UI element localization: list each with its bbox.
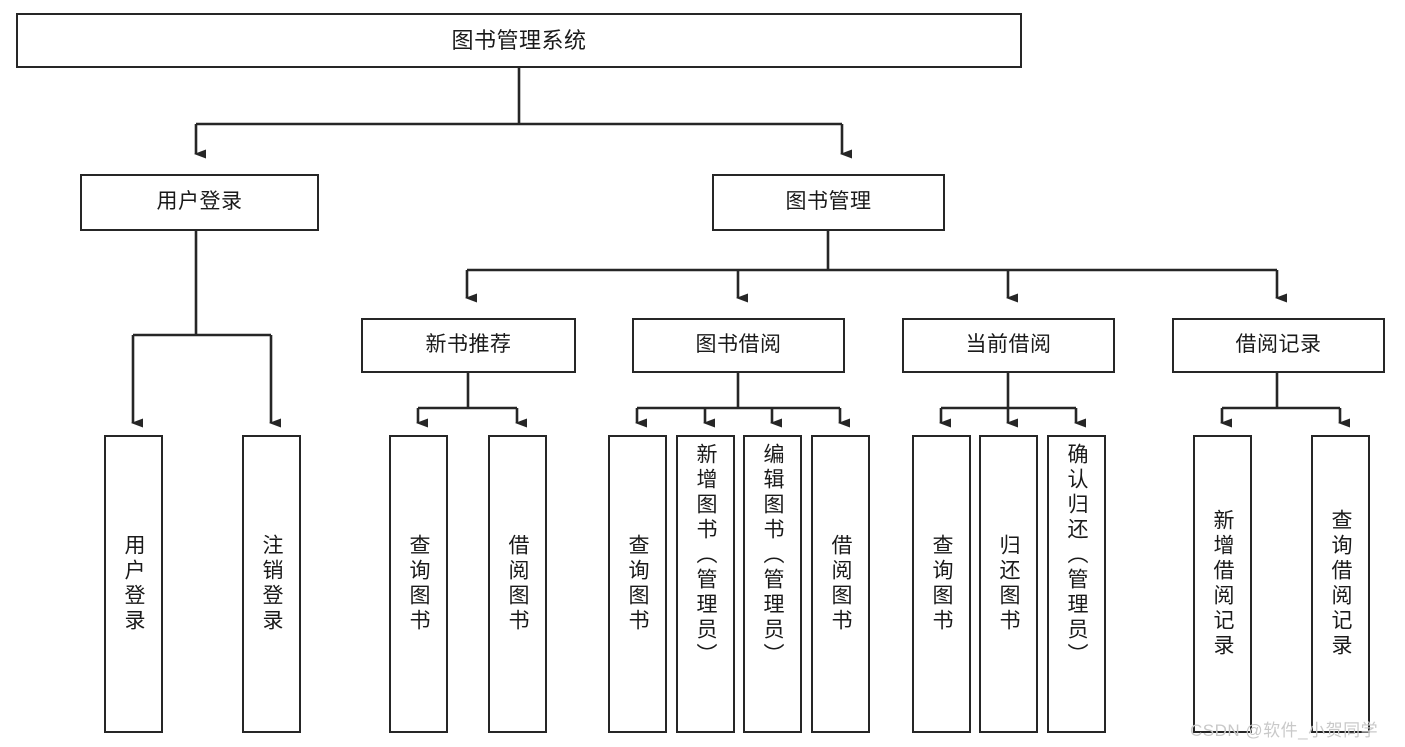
leaf-borrow-book-2[interactable]: 借阅图书 <box>811 435 870 733</box>
node-book-manage[interactable]: 图书管理 <box>712 174 945 231</box>
node-book-borrow-label: 图书借阅 <box>695 333 782 357</box>
leaf-query-record[interactable]: 查询借阅记录 <box>1311 435 1370 733</box>
leaf-edit-book-label: 编辑图书（管理员） <box>761 443 784 668</box>
node-borrow-record-label: 借阅记录 <box>1235 333 1322 357</box>
node-book-manage-label: 图书管理 <box>785 190 872 214</box>
leaf-confirm-return-label: 确认归还（管理员） <box>1065 443 1088 668</box>
leaf-borrow-book-2-label: 借阅图书 <box>829 534 852 634</box>
leaf-borrow-book-1-label: 借阅图书 <box>506 534 529 634</box>
leaf-logout[interactable]: 注销登录 <box>242 435 301 733</box>
node-new-book-rec-label: 新书推荐 <box>425 333 512 357</box>
node-root-label: 图书管理系统 <box>451 27 587 53</box>
leaf-query-book-1[interactable]: 查询图书 <box>389 435 448 733</box>
leaf-user-login[interactable]: 用户登录 <box>104 435 163 733</box>
node-new-book-rec[interactable]: 新书推荐 <box>361 318 576 373</box>
leaf-return-book-label: 归还图书 <box>997 534 1020 634</box>
node-current-borrow[interactable]: 当前借阅 <box>902 318 1115 373</box>
node-root[interactable]: 图书管理系统 <box>16 13 1022 68</box>
leaf-user-login-label: 用户登录 <box>122 534 145 634</box>
leaf-add-book[interactable]: 新增图书（管理员） <box>676 435 735 733</box>
leaf-add-record[interactable]: 新增借阅记录 <box>1193 435 1252 733</box>
leaf-confirm-return[interactable]: 确认归还（管理员） <box>1047 435 1106 733</box>
leaf-query-book-3[interactable]: 查询图书 <box>912 435 971 733</box>
leaf-borrow-book-1[interactable]: 借阅图书 <box>488 435 547 733</box>
leaf-add-book-label: 新增图书（管理员） <box>694 443 717 668</box>
csdn-watermark: CSDN @软件_小贺同学 <box>1190 721 1379 740</box>
leaf-query-record-label: 查询借阅记录 <box>1329 509 1352 659</box>
node-user-login[interactable]: 用户登录 <box>80 174 319 231</box>
node-borrow-record[interactable]: 借阅记录 <box>1172 318 1385 373</box>
leaf-query-book-2-label: 查询图书 <box>626 534 649 634</box>
leaf-return-book[interactable]: 归还图书 <box>979 435 1038 733</box>
leaf-query-book-3-label: 查询图书 <box>930 534 953 634</box>
node-book-borrow[interactable]: 图书借阅 <box>632 318 845 373</box>
leaf-add-record-label: 新增借阅记录 <box>1211 509 1234 659</box>
leaf-query-book-1-label: 查询图书 <box>407 534 430 634</box>
leaf-logout-label: 注销登录 <box>260 534 283 634</box>
node-current-borrow-label: 当前借阅 <box>965 333 1052 357</box>
node-user-login-label: 用户登录 <box>156 190 243 214</box>
leaf-edit-book[interactable]: 编辑图书（管理员） <box>743 435 802 733</box>
leaf-query-book-2[interactable]: 查询图书 <box>608 435 667 733</box>
